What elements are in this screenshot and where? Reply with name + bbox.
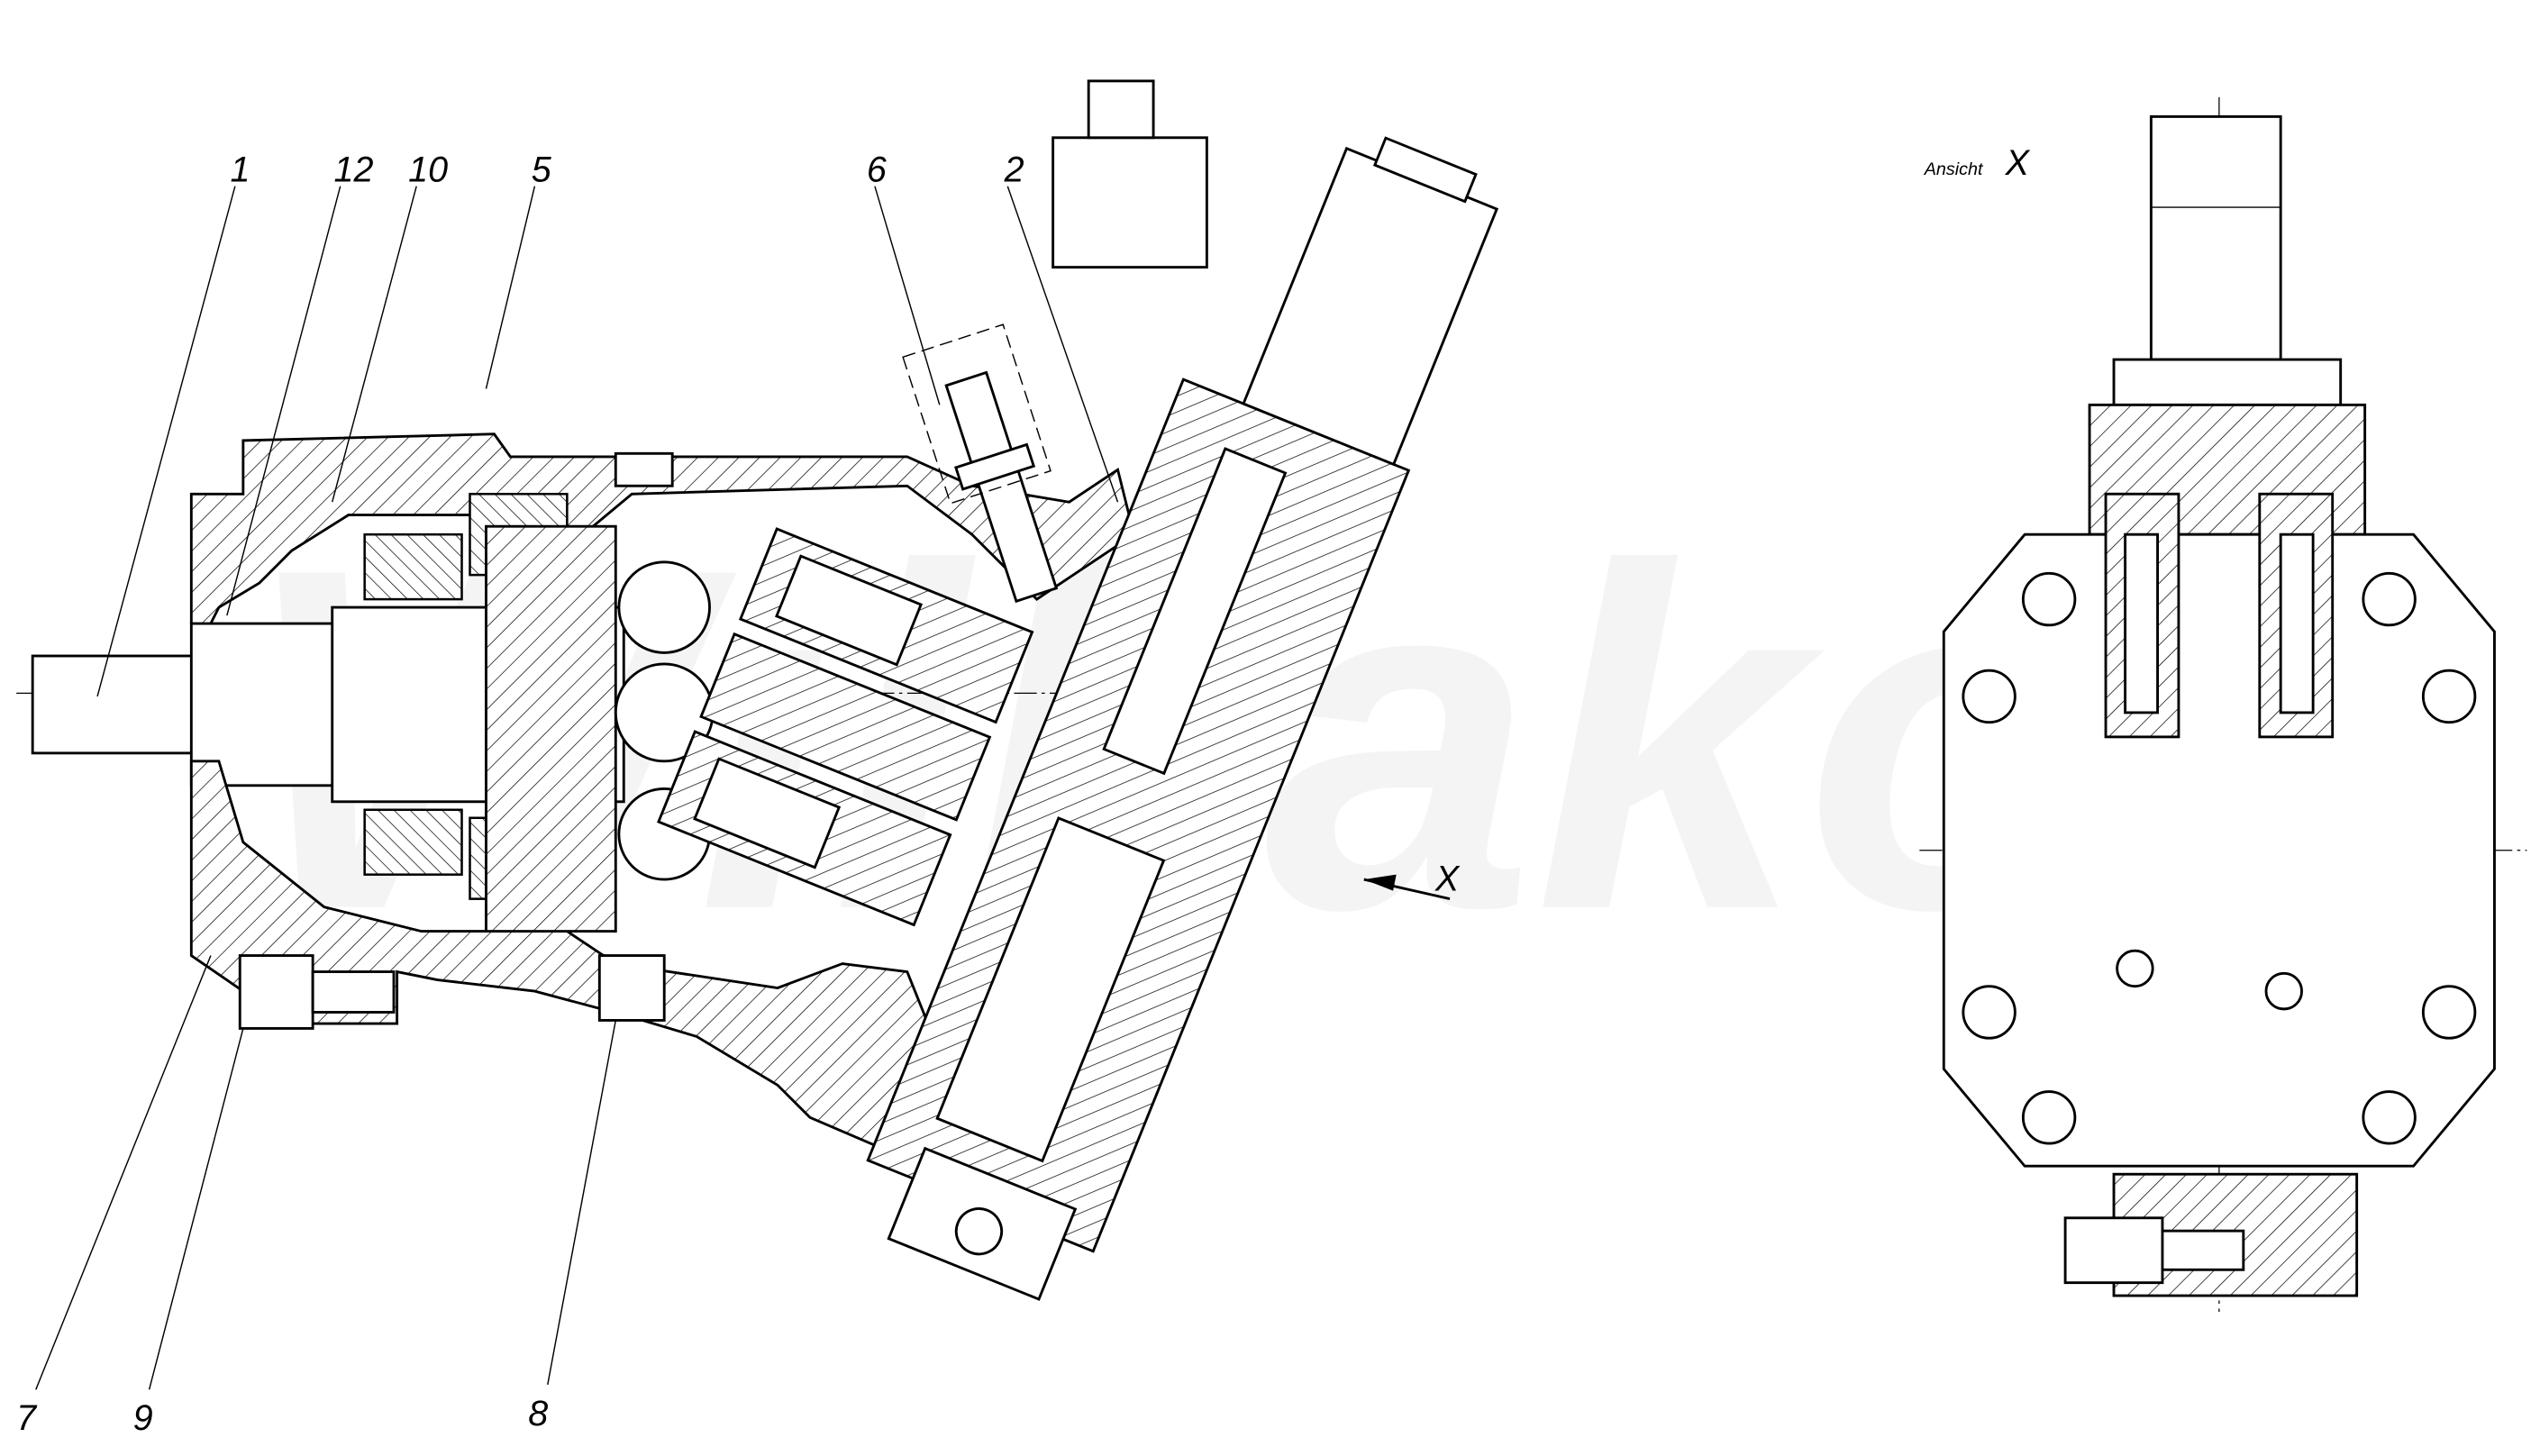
part-label-2: 2 — [1004, 150, 1024, 189]
part-label-1: 1 — [230, 150, 250, 189]
bolt-heads — [1962, 571, 2477, 1145]
part-label-9: 9 — [133, 1398, 153, 1438]
view-label: Ansicht — [1924, 159, 1984, 179]
part-label-6: 6 — [867, 150, 887, 189]
section-view — [16, 79, 1499, 1390]
front-flange — [189, 432, 1136, 625]
view-arrow-letter: X — [1434, 860, 1461, 899]
drive-shaft — [31, 654, 196, 755]
part-label-8: 8 — [528, 1394, 548, 1433]
part-label-10: 10 — [408, 150, 448, 189]
part-label-5: 5 — [532, 150, 552, 189]
view-letter: X — [2005, 143, 2031, 183]
housing-end-view — [1942, 532, 2496, 1168]
part-label-12: 12 — [334, 150, 374, 189]
solenoid-end-view — [2149, 114, 2282, 361]
view-x — [1919, 96, 2527, 1313]
view-arrow — [1363, 874, 1397, 891]
part-label-7: 7 — [16, 1398, 38, 1438]
